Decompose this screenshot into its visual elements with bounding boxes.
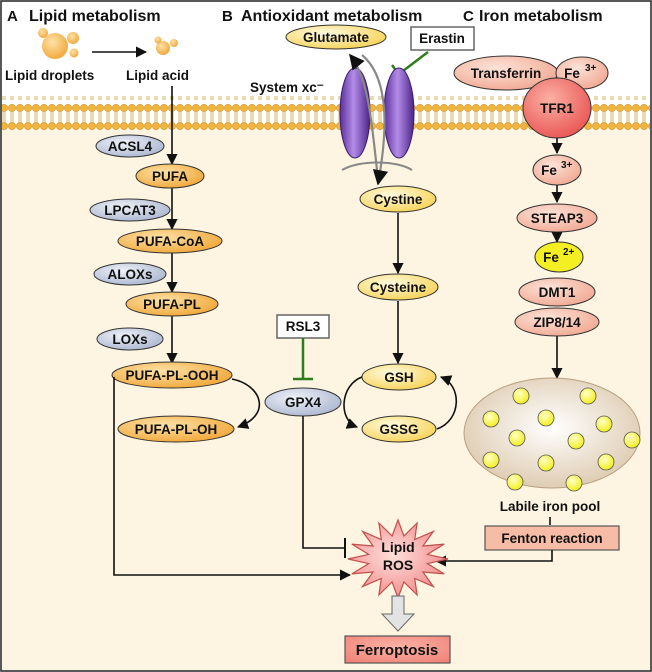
enzyme-lpcat3: LPCAT3 [89, 198, 171, 222]
node-cysteine: Cysteine [357, 273, 439, 301]
svg-text:PUFA-PL: PUFA-PL [143, 297, 201, 312]
gpx4-inhibit-line [302, 416, 345, 549]
iron-particle [506, 473, 524, 491]
panel-c-letter: C [463, 8, 474, 25]
inhibitor-rsl3: RSL3 [276, 314, 330, 339]
node-dmt1: DMT1 [518, 277, 596, 307]
svg-text:3+: 3+ [561, 160, 573, 171]
lipid-droplets-label: Lipid droplets [5, 68, 94, 83]
svg-text:Fenton reaction: Fenton reaction [501, 531, 602, 546]
iron-particle [537, 454, 555, 472]
node-pufa-coa: PUFA-CoA [117, 228, 223, 254]
svg-text:2+: 2+ [563, 247, 575, 258]
svg-text:GSSG: GSSG [379, 422, 418, 437]
lipid-acid-label: Lipid acid [126, 68, 189, 83]
cell-membrane [2, 96, 650, 131]
panel-c-title: Iron metabolism [479, 8, 603, 25]
svg-text:Cysteine: Cysteine [370, 280, 427, 295]
svg-text:ROS: ROS [383, 557, 413, 573]
iron-particle [565, 474, 583, 492]
svg-text:ACSL4: ACSL4 [108, 139, 153, 154]
svg-text:RSL3: RSL3 [286, 319, 321, 334]
iron-particle [537, 409, 555, 427]
arrow-gssg-to-gsh [436, 375, 458, 430]
node-gssg: GSSG [361, 415, 437, 443]
iron-particle [482, 410, 500, 428]
down-arrow-to-ferroptosis [380, 595, 416, 632]
svg-text:Cystine: Cystine [374, 192, 423, 207]
svg-text:ZIP8/14: ZIP8/14 [533, 315, 581, 330]
panel-a-title: Lipid metabolism [29, 8, 161, 25]
svg-text:Transferrin: Transferrin [471, 66, 542, 81]
node-pufa-pl-oh: PUFA-PL-OH [117, 415, 235, 443]
node-steap3: STEAP3 [516, 203, 598, 233]
node-gpx4: GPX4 [264, 387, 342, 417]
iron-particle [595, 415, 613, 433]
arrow-cystine-in [361, 54, 389, 186]
arrow-fenton-to-lipid-ros [434, 550, 553, 567]
svg-text:Erastin: Erastin [419, 31, 465, 46]
svg-text:PUFA: PUFA [152, 169, 188, 184]
svg-text:PUFA-PL-OOH: PUFA-PL-OOH [126, 368, 219, 383]
svg-text:GPX4: GPX4 [285, 395, 322, 410]
node-pufa: PUFA [135, 163, 205, 189]
node-fe2: Fe 2+ [534, 241, 584, 273]
enzyme-acsl4: ACSL4 [95, 134, 165, 158]
lipid-droplets-icon [38, 28, 79, 59]
svg-text:Fe: Fe [543, 250, 559, 265]
node-transferrin: Transferrin [453, 55, 559, 91]
svg-text:Lipid: Lipid [381, 539, 414, 555]
iron-particle [482, 451, 500, 469]
arrow-gsh-to-gssg [343, 376, 363, 429]
inhibitor-erastin: Erastin [410, 26, 475, 51]
enzyme-loxs: LOXs [96, 327, 164, 351]
labile-iron-pool [463, 377, 641, 492]
panel-a-letter: A [7, 8, 18, 25]
iron-particle [567, 432, 585, 450]
node-zip: ZIP8/14 [514, 307, 600, 337]
panel-b-letter: B [222, 8, 233, 25]
svg-text:STEAP3: STEAP3 [531, 211, 584, 226]
svg-text:PUFA-CoA: PUFA-CoA [136, 234, 204, 249]
iron-particle [623, 431, 641, 449]
svg-text:LPCAT3: LPCAT3 [104, 203, 156, 218]
lipid-acid-icon [154, 36, 178, 55]
svg-text:GSH: GSH [384, 370, 413, 385]
arrow-ooh-to-lipid-ros [113, 377, 352, 581]
enzyme-aloxs: ALOXs [93, 262, 167, 286]
svg-text:3+: 3+ [585, 63, 597, 74]
svg-text:ALOXs: ALOXs [107, 267, 152, 282]
iron-particle [508, 429, 526, 447]
panel-b-title: Antioxidant metabolism [241, 8, 422, 25]
iron-particles [482, 387, 641, 492]
node-pufa-pl-ooh: PUFA-PL-OOH [111, 361, 233, 389]
node-fe3-cyto: Fe 3+ [532, 154, 582, 186]
ferroptosis-box: Ferroptosis [344, 635, 451, 664]
svg-text:Fe: Fe [564, 66, 580, 81]
iron-particle [579, 387, 597, 405]
system-xc-label: System xc⁻ [250, 80, 324, 95]
node-cystine: Cystine [359, 185, 437, 213]
arrow-ooh-to-oh [231, 378, 261, 429]
lipid-ros-burst: Lipid ROS [347, 518, 449, 600]
labile-iron-pool-label: Labile iron pool [500, 499, 601, 514]
svg-text:Ferroptosis: Ferroptosis [356, 642, 439, 659]
node-gsh: GSH [361, 363, 437, 391]
svg-text:Fe: Fe [541, 163, 557, 178]
node-glutamate: Glutamate [285, 24, 387, 50]
transporter-arc [341, 161, 413, 171]
svg-text:DMT1: DMT1 [539, 285, 576, 300]
node-tfr1: TFR1 [522, 77, 592, 139]
svg-text:LOXs: LOXs [112, 332, 147, 347]
svg-text:Glutamate: Glutamate [303, 30, 370, 45]
svg-text:TFR1: TFR1 [540, 101, 574, 116]
fenton-reaction-box: Fenton reaction [484, 525, 620, 551]
node-pufa-pl: PUFA-PL [125, 291, 219, 317]
iron-particle [597, 453, 615, 471]
system-xc-transporter [339, 67, 415, 159]
svg-text:PUFA-PL-OH: PUFA-PL-OH [135, 422, 218, 437]
iron-particle [512, 387, 530, 405]
